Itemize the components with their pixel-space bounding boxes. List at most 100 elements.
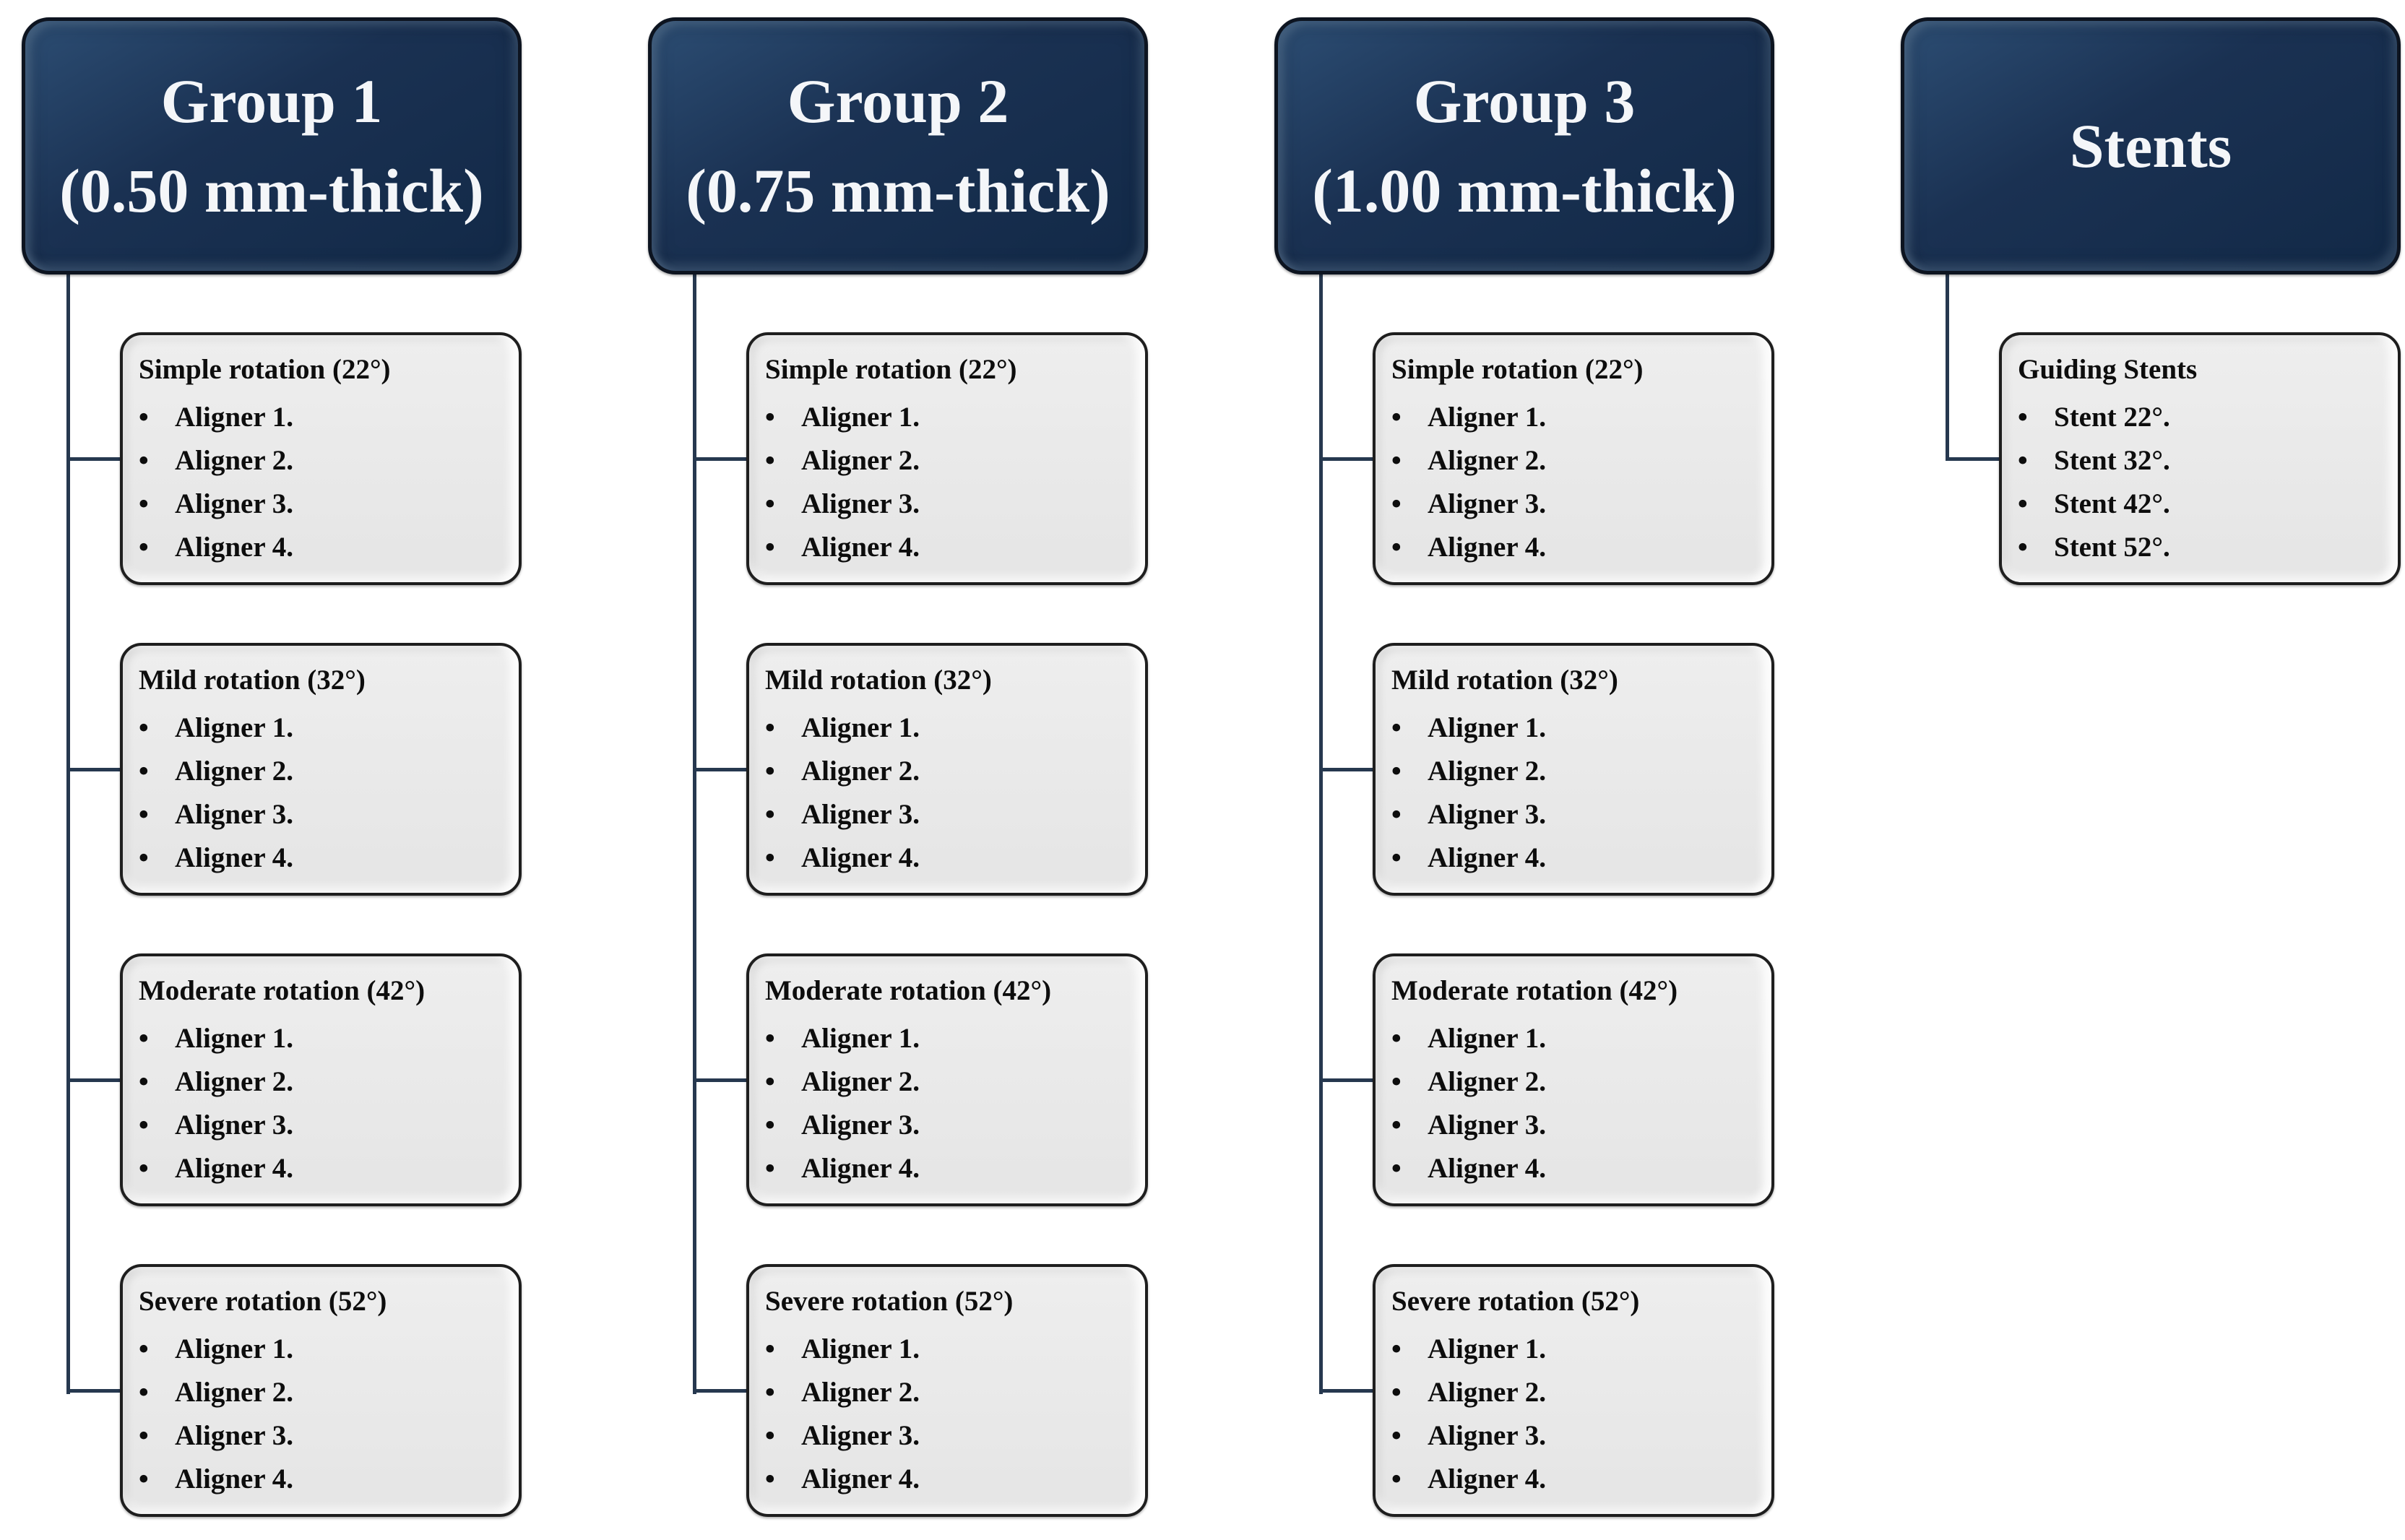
- bullet-icon: •: [139, 1463, 149, 1494]
- bullet-text: Aligner 3.: [1428, 799, 1546, 830]
- bullet-icon: •: [2018, 402, 2028, 433]
- bullet-icon: •: [1391, 1066, 1402, 1097]
- bullet-text: Aligner 3.: [175, 1420, 293, 1451]
- box-title: Moderate rotation (42°): [765, 975, 1052, 1006]
- bullet-icon: •: [765, 532, 775, 563]
- box-mild-rotation-32: Mild rotation (32°) •Aligner 1.•Aligner …: [120, 643, 522, 896]
- bullet-icon: •: [765, 1420, 775, 1451]
- bullet-icon: •: [765, 1153, 775, 1184]
- bullet-list: •Aligner 1.•Aligner 2.•Aligner 3.•Aligne…: [139, 706, 506, 880]
- bullet-list: •Aligner 1.•Aligner 2.•Aligner 3.•Aligne…: [1391, 396, 1758, 569]
- bullet-icon: •: [1391, 1333, 1402, 1364]
- bullet-item: •Aligner 1.: [765, 706, 1132, 750]
- bullet-item: •Aligner 2.: [139, 439, 506, 483]
- bullet-text: Aligner 3.: [1428, 488, 1546, 519]
- bullet-text: Stent 42°.: [2054, 488, 2170, 519]
- group-2-header: Group 2(0.75 mm-thick): [648, 17, 1148, 274]
- bullet-text: Aligner 2.: [801, 1377, 920, 1408]
- bullet-text: Aligner 2.: [1428, 1377, 1546, 1408]
- bullet-list: •Aligner 1.•Aligner 2.•Aligner 3.•Aligne…: [1391, 1328, 1758, 1501]
- bullet-item: •Stent 42°.: [2018, 483, 2385, 526]
- bullet-icon: •: [765, 1463, 775, 1494]
- bullet-item: •Aligner 4.: [139, 526, 506, 569]
- header-title-line: (0.75 mm-thick): [686, 156, 1110, 225]
- bullet-item: •Aligner 1.: [139, 1328, 506, 1371]
- bullet-icon: •: [139, 402, 149, 433]
- column-group-1: Group 1(0.50 mm-thick) Simple rotation (…: [22, 0, 530, 1540]
- connector-branch: [66, 768, 124, 771]
- bullet-item: •Aligner 4.: [1391, 836, 1758, 880]
- bullet-icon: •: [139, 842, 149, 873]
- connector-branch: [66, 1389, 124, 1393]
- bullet-icon: •: [765, 1377, 775, 1408]
- bullet-item: •Aligner 3.: [139, 483, 506, 526]
- bullet-icon: •: [765, 712, 775, 743]
- bullet-item: • Aligner 2.: [1391, 1060, 1758, 1104]
- bullet-icon: •: [1391, 712, 1402, 743]
- bullet-icon: •: [139, 712, 149, 743]
- bullet-item: •Aligner 1.: [139, 1017, 506, 1060]
- box-moderate-rotation-42: Moderate rotation (42°) •Aligner 1.•Alig…: [120, 953, 522, 1206]
- bullet-item: •Aligner 1.: [765, 396, 1132, 439]
- box-title: Mild rotation (32°): [1391, 665, 1618, 696]
- bullet-item: • Aligner 3.: [139, 793, 506, 836]
- bullet-text: Aligner 2.: [175, 1377, 293, 1408]
- bullet-list: •Aligner 1.•Aligner 2.•Aligner 3.•Aligne…: [1391, 706, 1758, 880]
- bullet-icon: •: [765, 402, 775, 433]
- bullet-icon: •: [139, 445, 149, 476]
- bullet-item: •Aligner 1.: [765, 1017, 1132, 1060]
- bullet-icon: •: [1391, 756, 1402, 787]
- bullet-text: Aligner 2.: [1428, 1066, 1546, 1097]
- bullet-text: Aligner 1.: [801, 1023, 920, 1054]
- bullet-icon: •: [2018, 445, 2028, 476]
- bullet-text: Aligner 2.: [175, 1066, 293, 1097]
- bullet-icon: •: [139, 532, 149, 563]
- bullet-icon: •: [139, 488, 149, 519]
- bullet-icon: •: [139, 799, 149, 830]
- header-title-line: Stents: [2069, 111, 2232, 181]
- bullet-text: Aligner 3.: [1428, 1420, 1546, 1451]
- bullet-text: Aligner 4.: [175, 1153, 293, 1184]
- bullet-text: Aligner 2.: [801, 756, 920, 787]
- bullet-text: Aligner 2.: [175, 756, 293, 787]
- bullet-icon: •: [139, 1153, 149, 1184]
- bullet-icon: •: [139, 1377, 149, 1408]
- connector-trunk: [1946, 273, 1949, 461]
- header-title-line: Group 1: [160, 66, 383, 136]
- bullet-icon: •: [1391, 532, 1402, 563]
- group-1-header: Group 1(0.50 mm-thick): [22, 17, 522, 274]
- bullet-text: Aligner 4.: [801, 1153, 920, 1184]
- bullet-item: • Aligner 3.: [139, 1104, 506, 1147]
- group-3-header: Group 3(1.00 mm-thick): [1274, 17, 1774, 274]
- bullet-text: Aligner 1.: [1428, 712, 1546, 743]
- box-moderate-rotation-42: Moderate rotation (42°) •Aligner 1.•Alig…: [746, 953, 1148, 1206]
- bullet-list: •Aligner 1.•Aligner 2.•Aligner 3.•Aligne…: [1391, 1017, 1758, 1190]
- bullet-text: Aligner 3.: [1428, 1109, 1546, 1141]
- bullet-text: Aligner 2.: [801, 1066, 920, 1097]
- connector-branch: [1319, 768, 1377, 771]
- box-title: Simple rotation (22°): [1391, 354, 1644, 385]
- bullet-item: •Aligner 4.: [765, 526, 1132, 569]
- bullet-text: Aligner 1.: [1428, 402, 1546, 433]
- bullet-text: Aligner 3.: [175, 1109, 293, 1141]
- connector-trunk: [1319, 273, 1323, 1394]
- bullet-item: •Aligner 2.: [765, 439, 1132, 483]
- bullet-icon: •: [1391, 1109, 1402, 1141]
- bullet-text: Aligner 3.: [801, 488, 920, 519]
- bullet-item: •Aligner 2.: [1391, 1371, 1758, 1414]
- bullet-list: •Aligner 1.•Aligner 2.•Aligner 3.•Aligne…: [765, 706, 1132, 880]
- bullet-icon: •: [765, 756, 775, 787]
- bullet-icon: •: [139, 1109, 149, 1141]
- box-title: Severe rotation (52°): [765, 1286, 1014, 1317]
- connector-branch: [1946, 457, 2003, 461]
- bullet-text: Stent 52°.: [2054, 532, 2170, 563]
- bullet-icon: •: [1391, 402, 1402, 433]
- box-title: Severe rotation (52°): [1391, 1286, 1640, 1317]
- bullet-text: Aligner 3.: [175, 799, 293, 830]
- bullet-icon: •: [1391, 1153, 1402, 1184]
- bullet-text: Aligner 1.: [175, 402, 293, 433]
- bullet-text: Aligner 1.: [801, 1333, 920, 1364]
- bullet-icon: •: [1391, 488, 1402, 519]
- bullet-text: Aligner 1.: [1428, 1333, 1546, 1364]
- box-title: Moderate rotation (42°): [1391, 975, 1678, 1006]
